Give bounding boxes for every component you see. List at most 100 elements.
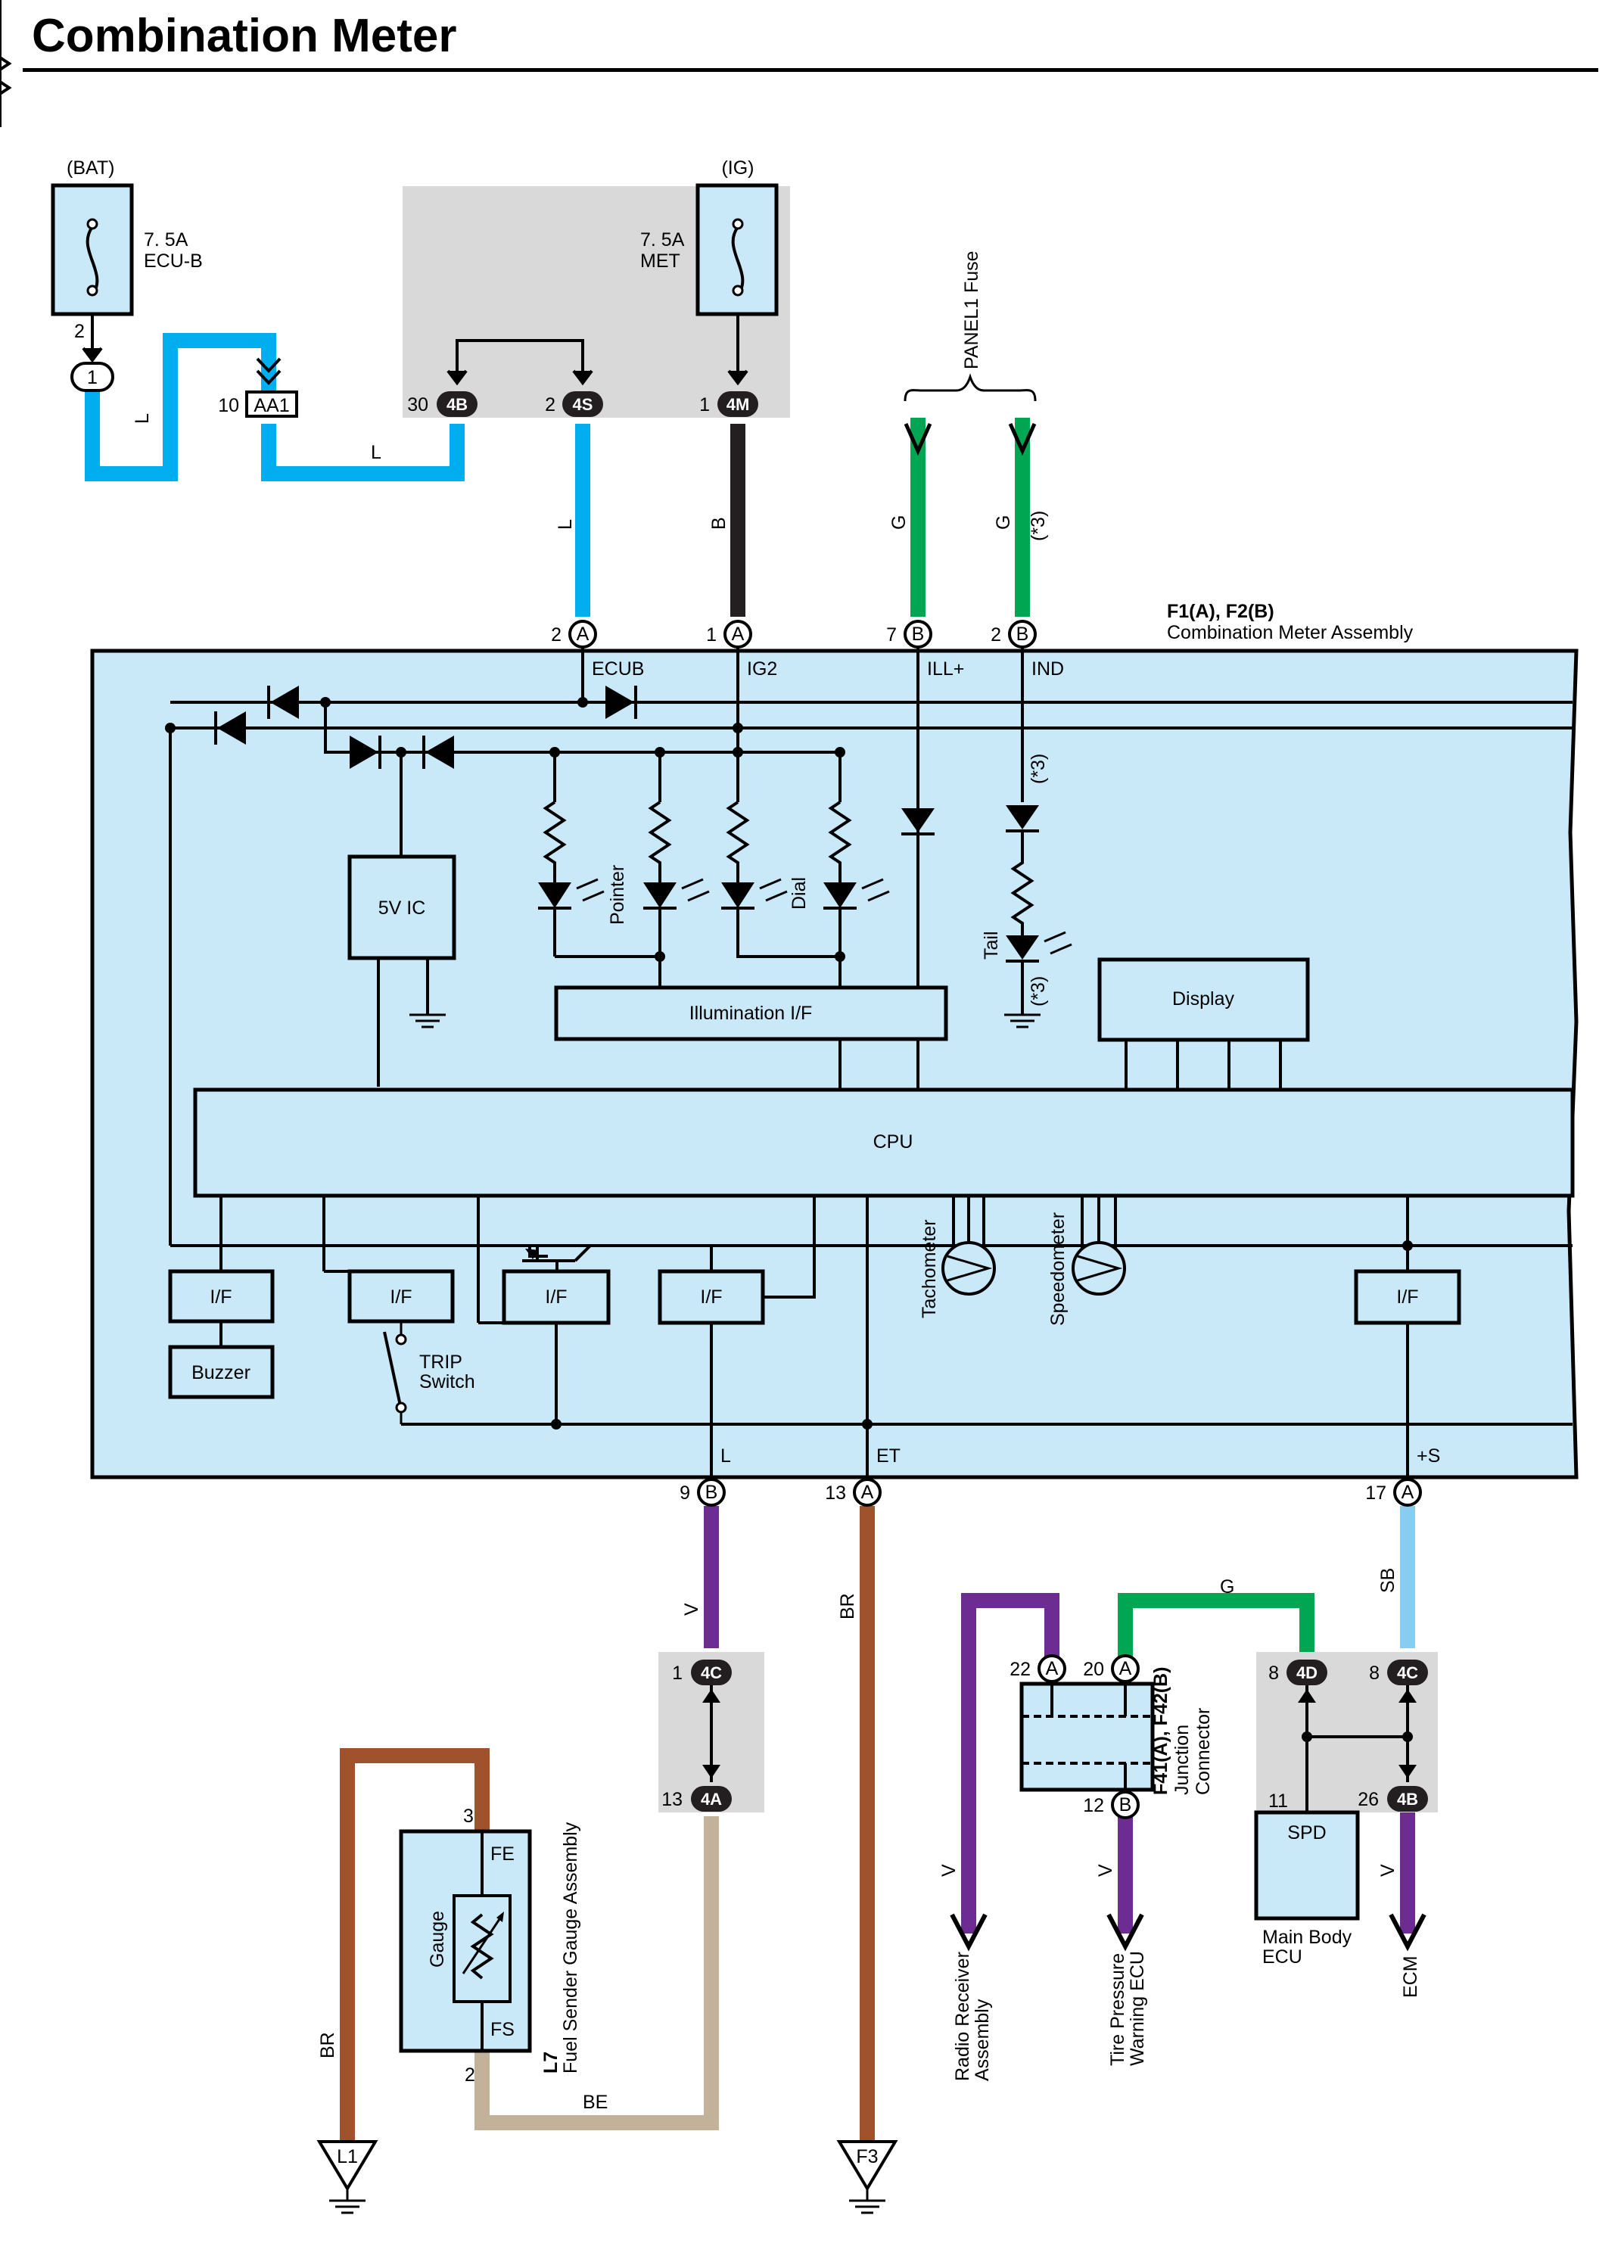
connector-4s: 4S 2 <box>545 391 603 417</box>
main-body-ecu: 11 SPD Main Body ECU <box>1254 1790 1360 1968</box>
svg-text:A: A <box>861 1482 874 1503</box>
svg-text:5V IC: 5V IC <box>378 898 426 919</box>
svg-text:IND: IND <box>1031 658 1064 680</box>
panel1-fuse-label: PANEL1 Fuse <box>904 250 1037 456</box>
svg-text:ECM: ECM <box>1400 1955 1421 1998</box>
svg-text:A: A <box>1402 1482 1414 1503</box>
wire-be <box>474 1816 719 2130</box>
meter-top-pins: A 2 ECUB A 1 IG2 B 7 ILL+ B 2 IND F1(A),… <box>551 601 1414 680</box>
svg-text:17: 17 <box>1365 1482 1386 1504</box>
svg-text:ECUB: ECUB <box>592 658 644 680</box>
svg-text:I/F: I/F <box>390 1286 412 1308</box>
svg-text:L: L <box>371 442 381 463</box>
svg-text:1: 1 <box>672 1663 683 1684</box>
pointer-led-1 <box>538 752 660 958</box>
page-title: Combination Meter <box>32 10 457 62</box>
svg-text:Pointer: Pointer <box>607 865 628 925</box>
svg-text:F1(A), F2(B): F1(A), F2(B) <box>1167 601 1274 622</box>
svg-text:B: B <box>912 624 925 645</box>
dial-led-2 <box>823 752 890 988</box>
svg-text:B: B <box>1016 624 1029 645</box>
svg-text:(IG): (IG) <box>721 157 754 179</box>
svg-text:10: 10 <box>218 395 239 416</box>
svg-text:ILL+: ILL+ <box>927 658 964 680</box>
wire-labels: L L L B G G (*3) V BR BR BE V G V SB V <box>132 413 1398 2113</box>
fuse-ecu-b: (BAT) 7. 5A ECU-B 2 1 <box>51 157 203 392</box>
svg-text:2: 2 <box>465 2064 475 2086</box>
svg-text:22: 22 <box>1010 1659 1031 1680</box>
svg-text:I/F: I/F <box>210 1286 232 1308</box>
svg-text:1: 1 <box>699 394 710 415</box>
svg-text:(*3): (*3) <box>1028 511 1049 541</box>
svg-text:AA1: AA1 <box>254 395 289 416</box>
svg-text:Dial: Dial <box>789 877 810 910</box>
svg-text:Switch: Switch <box>419 1371 475 1392</box>
svg-text:4B: 4B <box>1397 1790 1418 1809</box>
svg-text:V: V <box>681 1603 702 1616</box>
svg-text:2: 2 <box>74 321 85 342</box>
svg-text:CPU: CPU <box>873 1131 913 1153</box>
svg-text:TRIP: TRIP <box>419 1352 462 1373</box>
wire-l <box>261 424 465 481</box>
svg-text:I/F: I/F <box>700 1286 722 1308</box>
svg-text:MET: MET <box>640 250 680 272</box>
svg-text:ET: ET <box>876 1445 901 1467</box>
svg-text:ECU-B: ECU-B <box>144 250 203 272</box>
svg-text:A: A <box>577 624 590 645</box>
svg-text:BE: BE <box>583 2092 608 2113</box>
svg-text:A: A <box>1119 1658 1132 1679</box>
fuse-met: (IG) 7. 5A MET <box>446 157 779 386</box>
svg-text:Tachometer: Tachometer <box>919 1219 940 1318</box>
svg-text:2: 2 <box>545 394 555 415</box>
svg-text:2: 2 <box>551 624 562 646</box>
svg-text:4S: 4S <box>573 395 593 414</box>
svg-text:26: 26 <box>1358 1789 1379 1810</box>
svg-text:Main Body: Main Body <box>1262 1927 1352 1948</box>
svg-text:13: 13 <box>825 1482 846 1504</box>
ground-l1: L1 <box>316 2140 378 2214</box>
svg-text:4C: 4C <box>701 1663 722 1682</box>
svg-text:Combination Meter Assembly: Combination Meter Assembly <box>1167 622 1414 643</box>
svg-text:G: G <box>993 515 1014 530</box>
connector-aa1: AA1 10 <box>218 357 298 418</box>
svg-text:G: G <box>888 515 910 530</box>
svg-text:SPD: SPD <box>1287 1822 1326 1843</box>
pointer-led-2 <box>643 752 710 988</box>
combination-meter-body <box>90 649 1579 1479</box>
svg-text:3: 3 <box>463 1806 474 1827</box>
svg-text:FE: FE <box>490 1843 515 1865</box>
svg-text:4C: 4C <box>1397 1663 1418 1682</box>
svg-text:(BAT): (BAT) <box>67 157 114 179</box>
svg-text:Display: Display <box>1172 988 1234 1010</box>
svg-text:I/F: I/F <box>545 1286 567 1308</box>
svg-text:Tail: Tail <box>981 931 1002 960</box>
svg-text:I/F: I/F <box>1396 1286 1418 1308</box>
svg-text:BR: BR <box>837 1593 858 1619</box>
svg-text:B: B <box>1119 1794 1132 1815</box>
svg-text:20: 20 <box>1083 1659 1104 1680</box>
svg-text:SB: SB <box>1377 1568 1398 1593</box>
junction-4d-4c-4b: 4D 8 4C 8 4B 26 <box>1256 1652 1438 1812</box>
wire-v <box>961 1593 1059 1934</box>
svg-text:ECU: ECU <box>1262 1946 1302 1968</box>
svg-text:IG2: IG2 <box>747 658 777 680</box>
svg-text:1: 1 <box>706 624 717 646</box>
title-underline <box>23 68 1598 72</box>
svg-text:Assembly: Assembly <box>972 1999 993 2081</box>
svg-text:(*3): (*3) <box>1028 976 1049 1006</box>
svg-text:B: B <box>705 1482 718 1503</box>
svg-text:8: 8 <box>1268 1663 1279 1684</box>
svg-text:4M: 4M <box>726 395 750 414</box>
svg-text:L1: L1 <box>337 2146 358 2167</box>
svg-text:4B: 4B <box>446 395 468 414</box>
svg-text:8: 8 <box>1369 1663 1380 1684</box>
svg-text:7: 7 <box>886 624 897 646</box>
wire-l <box>85 333 276 481</box>
wire-harness <box>85 333 1415 2142</box>
svg-text:Warning ECU: Warning ECU <box>1127 1951 1148 2066</box>
svg-text:Radio Receiver: Radio Receiver <box>952 1952 973 2081</box>
svg-text:L7: L7 <box>540 2052 562 2074</box>
fuel-sender-gauge: 3 FE FS Gauge 2 L7 Fuel Sender Gauge Ass… <box>399 1806 581 2086</box>
svg-text:A: A <box>1046 1658 1059 1679</box>
